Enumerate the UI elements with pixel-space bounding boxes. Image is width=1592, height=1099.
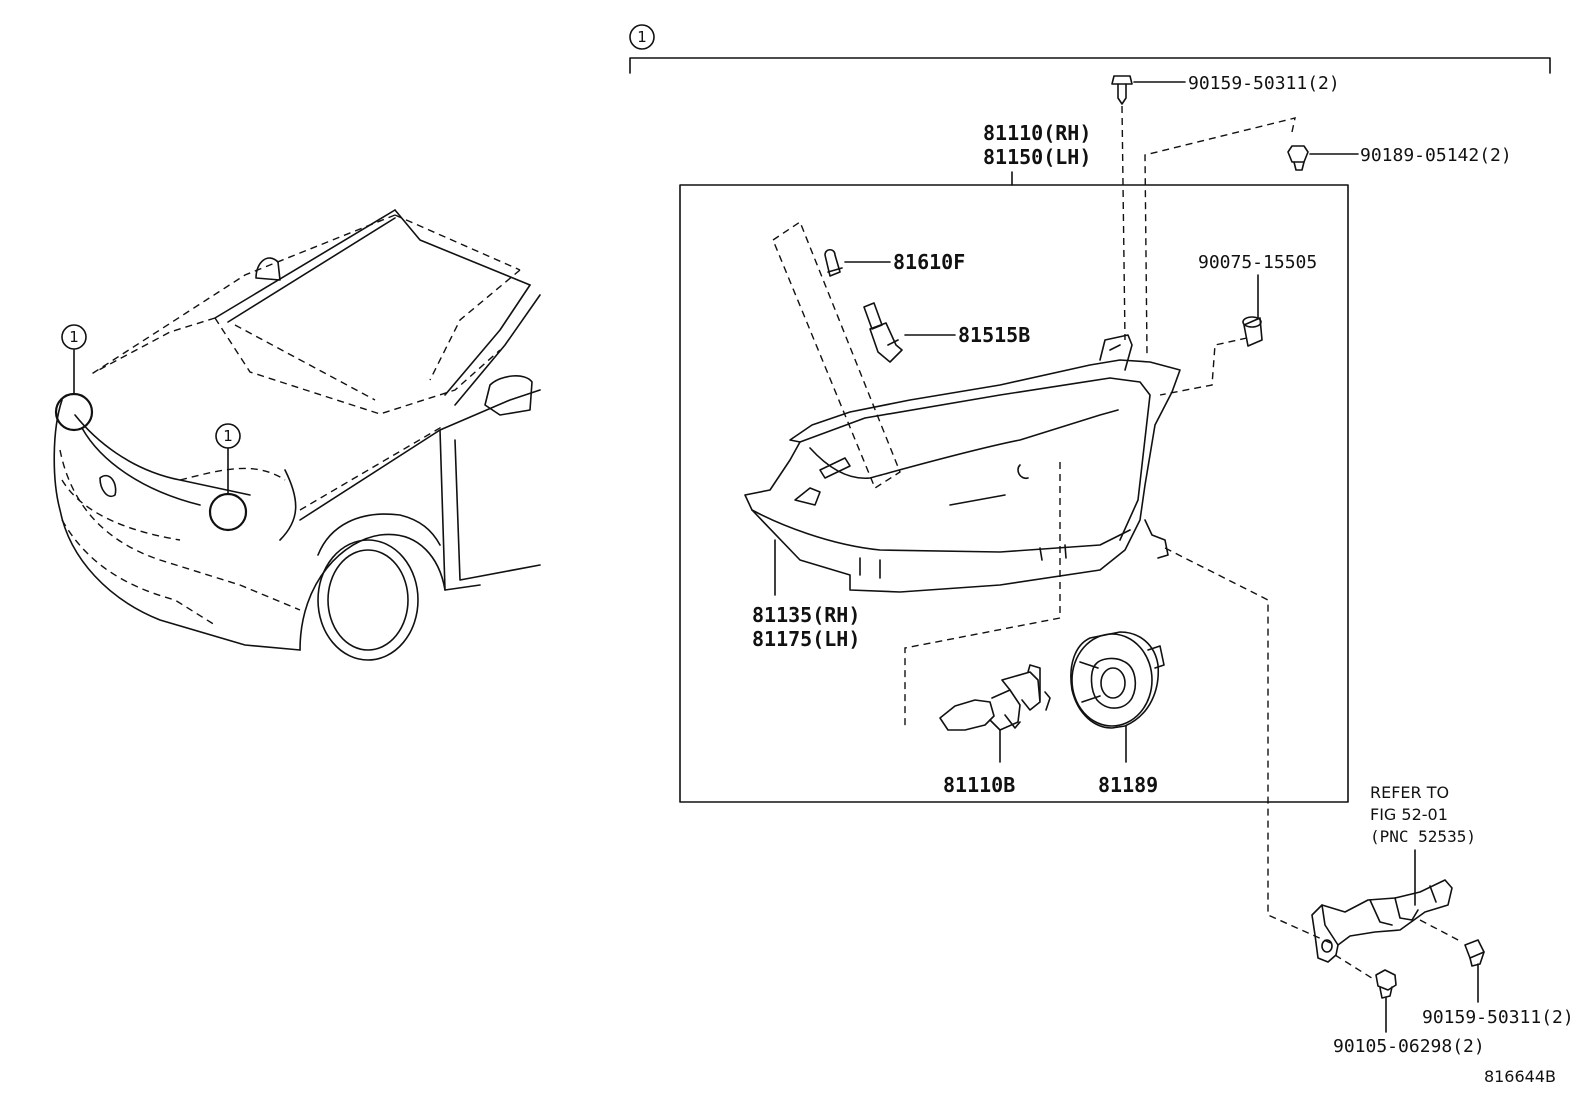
- bracket-guide: [1164, 547, 1336, 946]
- callout-number: 1: [637, 28, 647, 46]
- headlamp-housing: [744, 334, 1181, 593]
- bulb-icon: [824, 248, 843, 277]
- callout-number: 1: [223, 427, 233, 445]
- bracket-icon: [1311, 879, 1453, 963]
- label-grommet: 90075-15505: [1198, 252, 1317, 273]
- assembly-bracket: 1: [629, 24, 1551, 74]
- figure-id: 816644B: [1484, 1067, 1556, 1086]
- label-screw-top: 90159-50311(2): [1188, 73, 1340, 94]
- label-screw-bottom-right: 90159-50311(2): [1422, 1007, 1574, 1028]
- label-cover: 81189: [1098, 773, 1158, 797]
- screw-icon: [1111, 75, 1133, 105]
- bulb-guide: [772, 220, 901, 490]
- bolt-icon: [1375, 969, 1397, 999]
- refer-note-line2: FIG 52-01: [1370, 805, 1448, 824]
- headlamp-assembly-box: [679, 184, 1349, 803]
- car-outline: 1 1: [53, 209, 541, 661]
- label-bolt-bottom: 90105-06298(2): [1333, 1036, 1485, 1057]
- label-headlamp-assy-lh: 81150(LH): [983, 145, 1091, 169]
- label-headlamp-assy-rh: 81110(RH): [983, 121, 1091, 145]
- socket-icon: [863, 302, 903, 363]
- screw-icon: [1464, 939, 1485, 967]
- label-halogen-bulb: 81110B: [943, 773, 1015, 797]
- callout-circle: [61, 324, 87, 350]
- halogen-guide: [904, 462, 1061, 730]
- label-bulb-small: 81610F: [893, 250, 965, 274]
- label-clip-top: 90189-05142(2): [1360, 145, 1512, 166]
- label-housing-lh: 81175(LH): [752, 627, 860, 651]
- callout-circle: [629, 24, 655, 50]
- headlamp-location-left: [54, 392, 94, 432]
- label-housing-rh: 81135(RH): [752, 603, 860, 627]
- refer-note-line1: REFER TO: [1370, 783, 1449, 802]
- label-socket: 81515B: [958, 323, 1030, 347]
- callout-number: 1: [69, 328, 79, 346]
- refer-note-line3: (PNC 52535): [1370, 827, 1476, 846]
- headlamp-location-right: [208, 492, 248, 532]
- callout-circle: [215, 423, 241, 449]
- dust-cover-icon: [1070, 631, 1165, 729]
- halogen-bulb-icon: [939, 664, 1051, 731]
- grommet-icon: [1242, 316, 1263, 347]
- clip-icon: [1287, 145, 1309, 171]
